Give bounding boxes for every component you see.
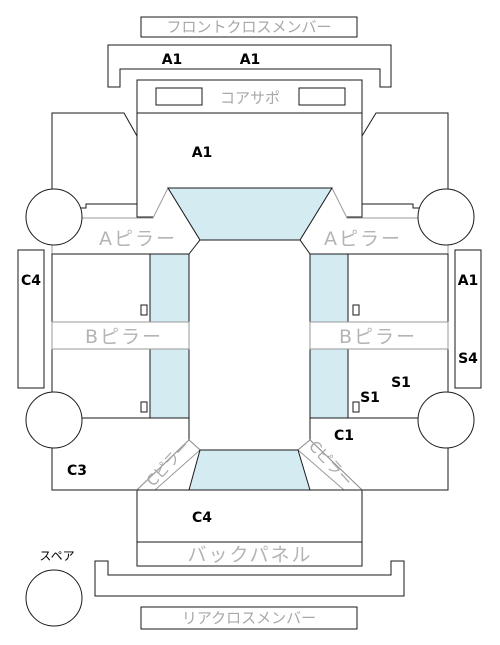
right-front-door-handle bbox=[352, 304, 360, 316]
rear-right-upper-code: S1 bbox=[391, 375, 411, 391]
b-pillar-right bbox=[309, 321, 449, 350]
right-rocker-panel bbox=[454, 249, 482, 389]
hood-code: A1 bbox=[192, 145, 213, 161]
trunk-code: C4 bbox=[192, 510, 212, 526]
roof bbox=[188, 239, 311, 451]
spare-label: スペア bbox=[39, 549, 74, 563]
rear-window bbox=[188, 449, 311, 491]
core-support-label: コアサポ bbox=[220, 89, 280, 107]
core-support-right-lamp bbox=[298, 87, 346, 106]
rear-cross-member-box bbox=[140, 606, 358, 630]
left-rear-door-glass bbox=[149, 348, 190, 419]
left-rocker-panel bbox=[17, 249, 45, 389]
rear-cross-member-label: リアクロスメンバー bbox=[182, 609, 316, 627]
a-pillar-right-label: Aピラー bbox=[324, 228, 402, 250]
a-pillar-left-label: Aピラー bbox=[99, 228, 177, 250]
left-rear-door-handle bbox=[140, 401, 148, 413]
core-support-left-lamp bbox=[155, 87, 203, 106]
c-pillar-right-label: Cピラー bbox=[305, 437, 356, 490]
left-front-door-handle bbox=[140, 304, 148, 316]
right-rear-door-handle bbox=[352, 401, 360, 413]
right-rear-door-glass bbox=[309, 348, 349, 419]
b-pillar-right-label: Bピラー bbox=[339, 326, 417, 348]
front-left-wheel bbox=[25, 188, 83, 246]
front-bumper-left-code: A1 bbox=[162, 52, 183, 68]
front-right-wheel bbox=[417, 188, 475, 246]
back-panel-box bbox=[136, 541, 363, 567]
front-bumper bbox=[107, 44, 392, 88]
spare-tire bbox=[25, 569, 83, 627]
rear-bumper bbox=[94, 560, 405, 597]
back-panel-label: バックパネル bbox=[187, 544, 312, 566]
rear-left-wheel bbox=[25, 391, 83, 449]
front-cross-member-box bbox=[140, 16, 358, 38]
trunk bbox=[136, 489, 363, 543]
b-pillar-left-label: Bピラー bbox=[85, 326, 163, 348]
right-rocker-bottom-code: S4 bbox=[458, 351, 478, 367]
right-front-door-glass bbox=[309, 253, 349, 323]
front-cross-member-label: フロントクロスメンバー bbox=[166, 18, 331, 36]
rear-right-fender-code: C1 bbox=[334, 428, 354, 444]
right-rocker-top-code: A1 bbox=[458, 273, 479, 289]
rear-right-lower-code: S1 bbox=[360, 390, 380, 406]
rear-left-fender-code: C3 bbox=[67, 463, 87, 479]
b-pillar-left bbox=[51, 321, 190, 350]
left-rocker-code: C4 bbox=[21, 273, 41, 289]
c-pillar-left-label: Cピラー bbox=[143, 437, 194, 490]
rear-right-wheel bbox=[417, 391, 475, 449]
front-bumper-right-code: A1 bbox=[240, 52, 261, 68]
left-front-door-glass bbox=[149, 253, 190, 323]
